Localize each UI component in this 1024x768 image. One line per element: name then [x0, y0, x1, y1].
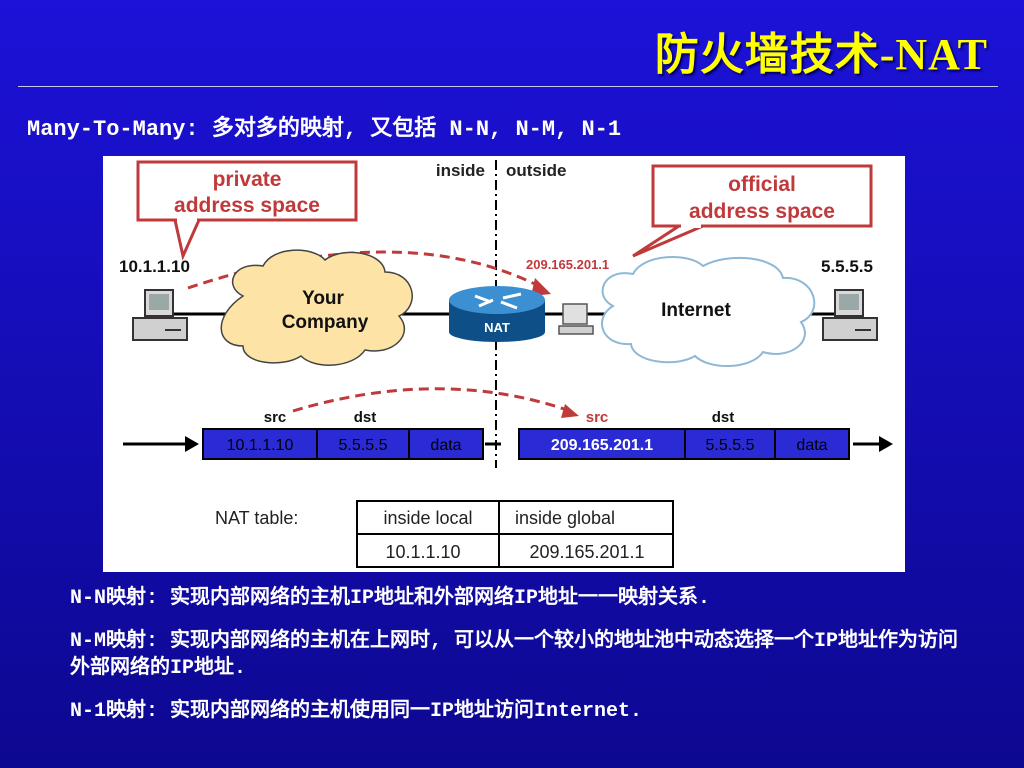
src-label-in: src — [264, 409, 287, 426]
packet-in-dst: 5.5.5.5 — [339, 437, 388, 454]
slide-title: 防火墙技术-NAT — [654, 30, 988, 79]
src-label-out: src — [586, 409, 609, 426]
outside-host-ip: 5.5.5.5 — [821, 257, 873, 276]
nat-router-icon: NAT — [449, 286, 545, 342]
packet-inside: 10.1.1.10 5.5.5.5 data — [202, 428, 484, 460]
nat-table-cell-local: 10.1.1.10 — [385, 542, 460, 562]
outside-label: outside — [506, 161, 566, 180]
nat-table-header-global: inside global — [515, 508, 615, 528]
note-n-1: N-1映射: 实现内部网络的主机使用同一IP地址访问Internet. — [70, 700, 643, 723]
mapping-notes: N-N映射: 实现内部网络的主机IP地址和外部网络IP地址一一映射关系. N-M… — [70, 585, 970, 741]
nat-table-header-local: inside local — [383, 508, 472, 528]
packet-out-src: 209.165.201.1 — [551, 437, 653, 454]
inside-label: inside — [436, 161, 485, 180]
packet-in-src: 10.1.1.10 — [227, 437, 294, 454]
internet-cloud: Internet — [601, 256, 816, 367]
note-n-m: N-M映射: 实现内部网络的主机在上网时, 可以从一个较小的地址池中动态选择一个… — [70, 630, 959, 680]
dst-label-in: dst — [354, 409, 377, 426]
title-divider — [18, 86, 998, 87]
dst-label-out: dst — [712, 409, 735, 426]
nat-table-cell-global: 209.165.201.1 — [529, 542, 644, 562]
internet-cloud-label: Internet — [661, 300, 731, 321]
packet-in-data: data — [430, 437, 461, 454]
packet-outside: 209.165.201.1 5.5.5.5 data — [518, 428, 850, 460]
private-callout-line2: address space — [174, 194, 320, 217]
private-address-callout: private address space — [136, 160, 358, 261]
company-cloud: Your Company — [220, 249, 413, 366]
company-cloud-line1: Your — [302, 288, 344, 309]
note-n-n: N-N映射: 实现内部网络的主机IP地址和外部网络IP地址一一映射关系. — [70, 587, 711, 610]
router-label: NAT — [484, 320, 510, 335]
official-callout-line1: official — [728, 173, 796, 196]
nat-server-icon — [558, 303, 594, 335]
nat-diagram: inside outside private address space off… — [103, 156, 905, 572]
official-callout-line2: address space — [689, 200, 835, 223]
packet-out-data: data — [796, 437, 827, 454]
inside-host-ip: 10.1.1.10 — [119, 257, 190, 276]
slide-subtitle: Many-To-Many: 多对多的映射, 又包括 N-N, N-M, N-1 — [27, 117, 622, 142]
nat-table-label: NAT table: — [215, 508, 298, 528]
inside-host-computer-icon — [132, 289, 188, 341]
nat-global-ip: 209.165.201.1 — [526, 257, 609, 272]
nat-table: inside local inside global 10.1.1.10 209… — [356, 500, 674, 568]
company-cloud-line2: Company — [282, 312, 369, 333]
outside-host-computer-icon — [822, 289, 878, 341]
packet-out-dst: 5.5.5.5 — [706, 437, 755, 454]
official-address-callout: official address space — [632, 164, 873, 258]
private-callout-line1: private — [213, 168, 282, 191]
